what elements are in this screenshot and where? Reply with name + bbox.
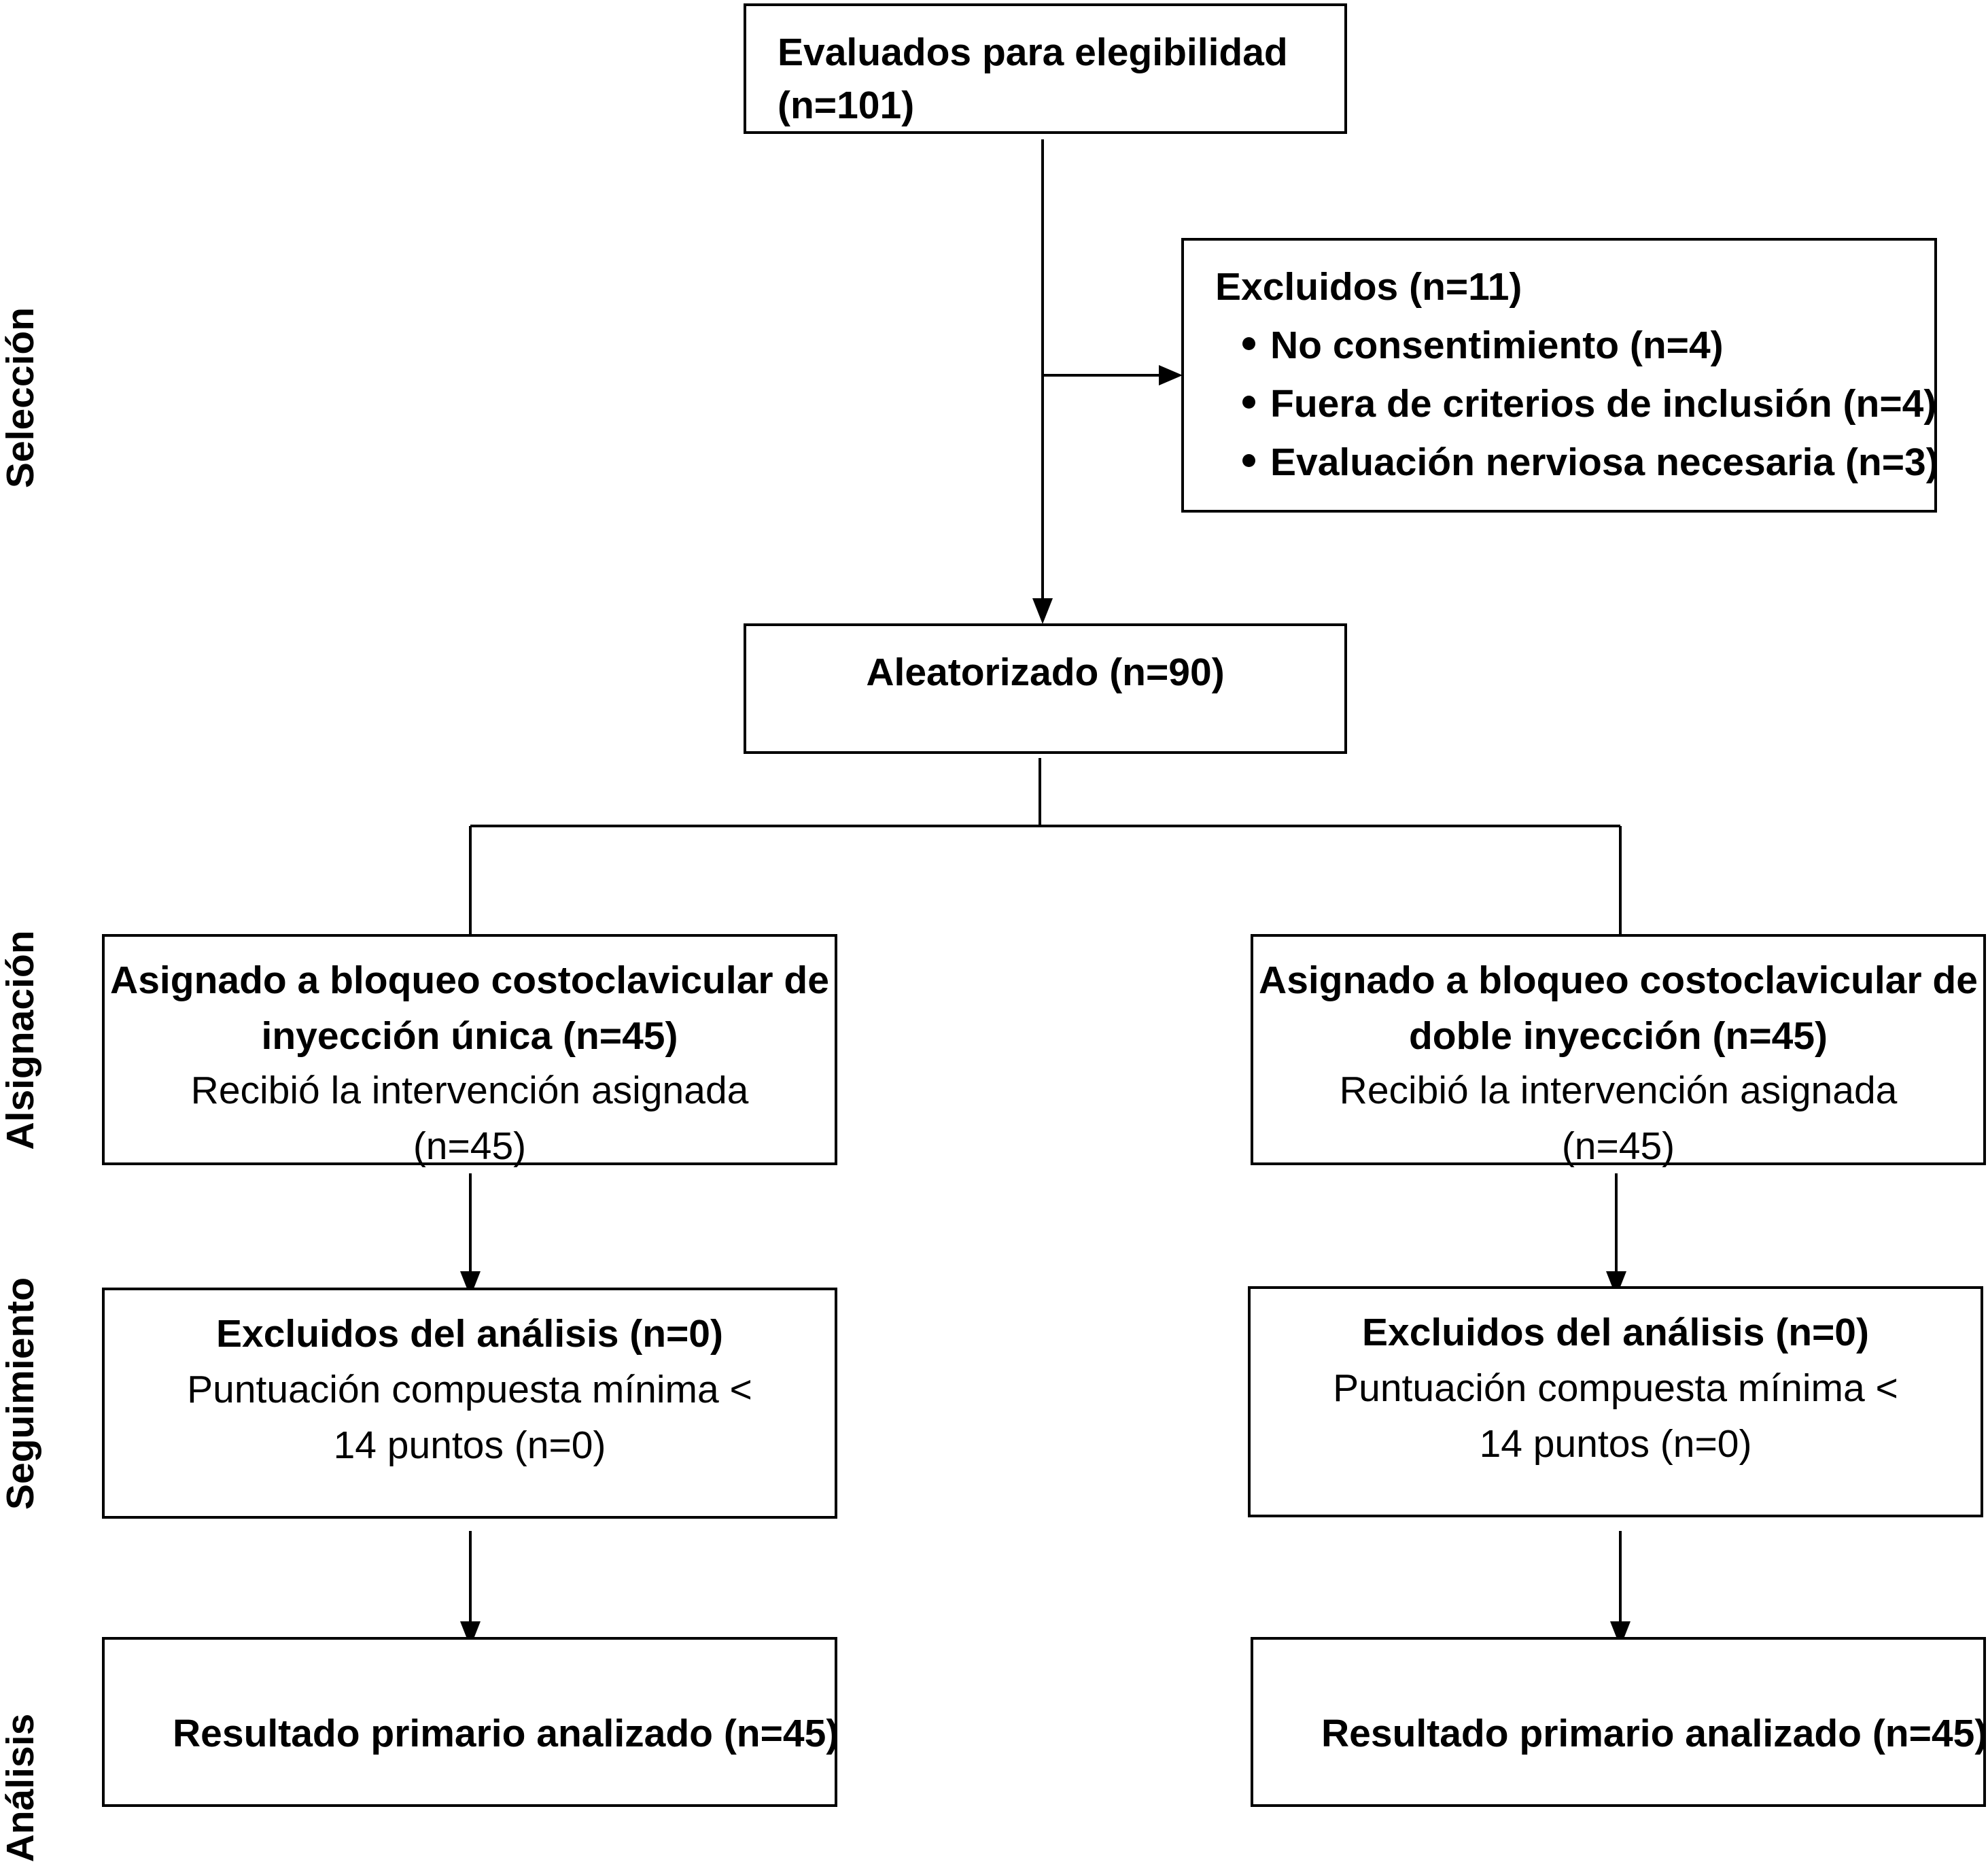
right-allocation-line2: doble inyección (n=45) (1408, 1014, 1828, 1058)
bullet-icon (1242, 396, 1255, 409)
left-analysis-box: Resultado primario analizado (n=45) (102, 1637, 839, 1807)
right-allocation-box: Asignado a bloqueo costoclavicular de do… (1251, 934, 1986, 1168)
left-allocation-line2: inyección única (n=45) (261, 1014, 678, 1058)
left-followup-box: Excluidos del análisis (n=0) Puntuación … (102, 1288, 837, 1519)
right-received-line1: Recibió la intervención asignada (1339, 1069, 1898, 1112)
right-analysis-label: Resultado primario analizado (n=45) (1321, 1712, 1988, 1755)
arrowhead-to-randomized (1032, 598, 1053, 624)
randomized-label: Aleatorizado (n=90) (866, 651, 1225, 694)
stage-label-seleccion: Selección (0, 307, 42, 489)
left-received-line2: (n=45) (413, 1124, 527, 1168)
excluded-item-2: Fuera de criterios de inclusión (n=4) (1242, 385, 1936, 424)
right-followup-box: Excluidos del análisis (n=0) Puntuación … (1248, 1286, 1983, 1517)
excluded-box: Excluidos (n=11) No consentimiento (n=4)… (1181, 238, 1939, 513)
stage-label-analisis: Análisis (0, 1713, 42, 1862)
excluded-item-2-text: Fuera de criterios de inclusión (n=4) (1270, 382, 1937, 426)
randomized-box: Aleatorizado (n=90) (744, 623, 1347, 754)
right-followup-title: Excluidos del análisis (n=0) (1361, 1311, 1869, 1354)
excluded-item-1-text: No consentimiento (n=4) (1270, 324, 1724, 367)
excluded-title: Excluidos (n=11) (1215, 265, 1522, 309)
stage-label-seguimiento: Seguimiento (0, 1277, 42, 1511)
left-allocation-box: Asignado a bloqueo costoclavicular de in… (102, 934, 837, 1168)
eligibility-count: (n=101) (778, 84, 915, 127)
eligibility-box: Evaluados para elegibilidad (n=101) (744, 3, 1347, 134)
eligibility-title: Evaluados para elegibilidad (778, 31, 1288, 74)
right-followup-line1: Puntuación compuesta mínima < (1333, 1366, 1898, 1410)
arrowhead-right-analysis (1610, 1621, 1630, 1647)
left-received-line1: Recibió la intervención asignada (190, 1069, 749, 1112)
arrowhead-to-excluded (1159, 365, 1183, 385)
right-allocation-line1: Asignado a bloqueo costoclavicular de (1259, 959, 1978, 1002)
right-followup-line2: 14 puntos (n=0) (1479, 1422, 1752, 1466)
excluded-item-3-text: Evaluación nerviosa necesaria (n=3) (1270, 441, 1939, 484)
stage-label-asignacion: Alsignación (0, 930, 42, 1150)
left-analysis-label: Resultado primario analizado (n=45) (173, 1712, 839, 1755)
left-followup-line2: 14 puntos (n=0) (333, 1424, 606, 1467)
right-received-line2: (n=45) (1561, 1124, 1675, 1168)
arrowhead-left-followup (460, 1271, 481, 1297)
arrowhead-right-followup (1606, 1271, 1626, 1297)
left-allocation-line1: Asignado a bloqueo costoclavicular de (110, 959, 829, 1002)
bullet-icon (1242, 337, 1255, 351)
left-followup-line1: Puntuación compuesta mínima < (187, 1368, 752, 1411)
arrowhead-left-analysis (460, 1621, 481, 1647)
excluded-item-3: Evaluación nerviosa necesaria (n=3) (1242, 443, 1939, 482)
left-followup-title: Excluidos del análisis (n=0) (215, 1312, 723, 1356)
right-analysis-box: Resultado primario analizado (n=45) (1251, 1637, 1988, 1807)
excluded-item-1: No consentimiento (n=4) (1242, 326, 1724, 365)
bullet-icon (1242, 454, 1255, 468)
